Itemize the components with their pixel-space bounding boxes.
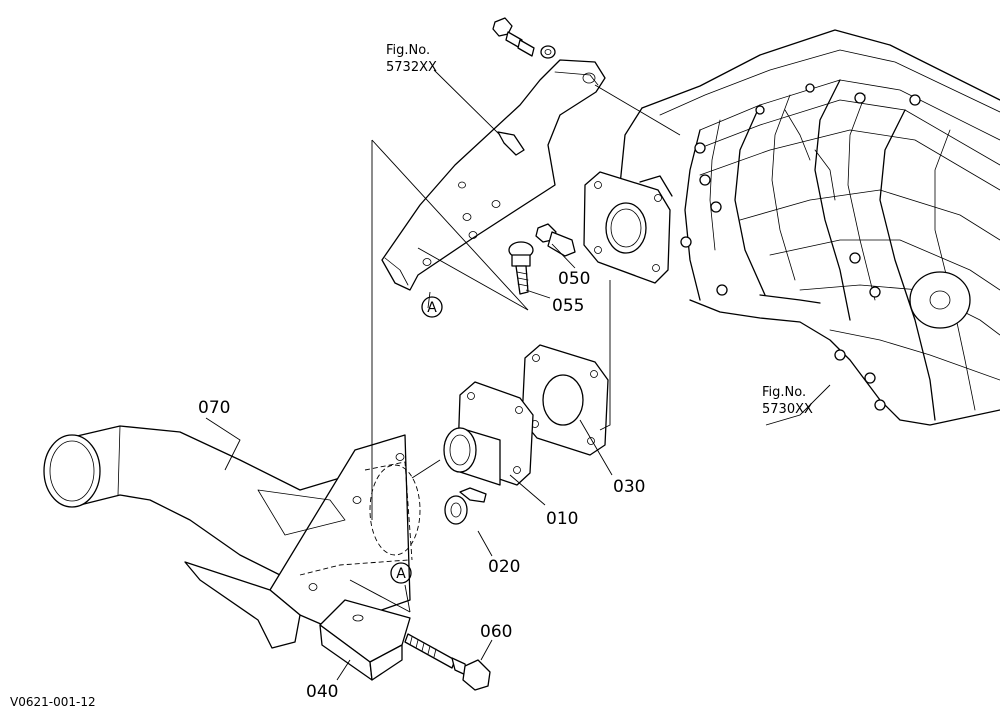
label-060: 060 — [480, 622, 512, 642]
gasket-030 — [521, 344, 609, 456]
drawing-id: V0621-001-12 — [10, 695, 96, 709]
bolt-020 — [444, 487, 487, 525]
leader-lines — [205, 69, 831, 681]
fig-ref-lower-line2: 5730XX — [762, 402, 813, 417]
fig-ref-upper-line1: Fig.No. — [386, 43, 430, 58]
flange-pipe-010 — [443, 381, 534, 486]
label-055: 055 — [552, 296, 584, 316]
label-020: 020 — [488, 557, 520, 577]
pipe-bracket — [184, 434, 421, 649]
label-070: 070 — [198, 398, 230, 418]
marker-a-upper-label: A — [427, 300, 437, 316]
muffler-flange — [583, 171, 673, 284]
top-bolt — [492, 17, 556, 59]
marker-a-lower: A — [390, 562, 412, 584]
upper-bracket — [381, 59, 606, 291]
exhaust-pipe-070 — [43, 425, 363, 586]
marker-a-lower-label: A — [396, 566, 406, 582]
nut-block-040 — [319, 599, 411, 681]
bolt-060 — [404, 633, 491, 691]
label-050: 050 — [558, 269, 590, 289]
label-010: 010 — [546, 509, 578, 529]
fig-ref-lower-line1: Fig.No. — [762, 385, 806, 400]
figure-reference-upper: Fig.No. 5732XX — [386, 43, 437, 75]
figure-reference-lower: Fig.No. 5730XX — [762, 385, 813, 417]
bolt-050 — [535, 223, 576, 257]
fig-ref-upper-line2: 5732XX — [386, 60, 437, 75]
marker-a-upper: A — [421, 296, 443, 318]
bolt-055 — [508, 241, 534, 295]
label-030: 030 — [613, 477, 645, 497]
label-040: 040 — [306, 682, 338, 702]
engine-block — [619, 29, 1000, 426]
